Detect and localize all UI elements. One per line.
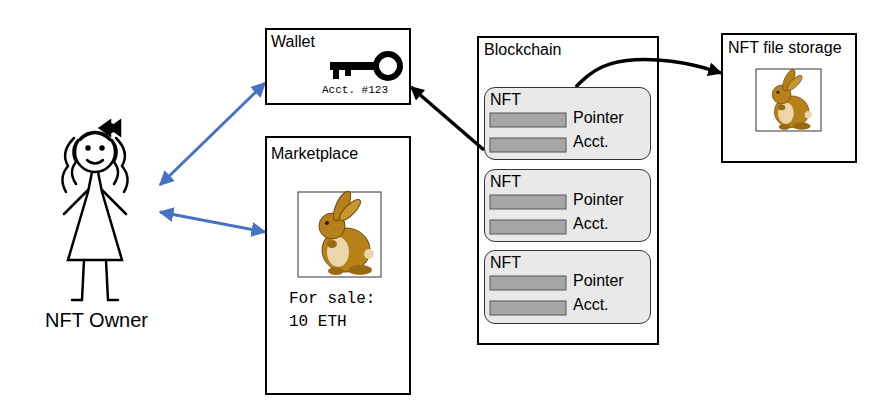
nft-record: NFT PointerAcct.	[484, 169, 651, 242]
connector-arrow	[411, 87, 484, 150]
node-text: For sale: 10 ETH	[289, 288, 389, 334]
node-text: Pointer	[573, 190, 624, 209]
field-bar	[490, 220, 566, 234]
blockchain-box: BlockchainNFTPointerAcct.NFTPointerAcct.…	[477, 36, 659, 345]
node-title: NFT file storage	[728, 38, 842, 57]
field-bar	[490, 113, 566, 127]
node-title: Wallet	[271, 32, 315, 51]
node-title: NFT Owner	[45, 308, 148, 332]
node-text: Acct.	[573, 132, 609, 151]
nft-record: NFT PointerAcct.	[484, 250, 651, 324]
field-bar	[490, 276, 566, 290]
marketplace-box: MarketplaceFor sale: 10 ETH	[265, 136, 411, 395]
node-text: Acct.	[573, 214, 609, 233]
key-icon	[330, 54, 400, 79]
node-text: Acct. #123	[322, 84, 388, 97]
node-text: Pointer	[573, 108, 624, 127]
field-bar	[490, 138, 566, 152]
connector-arrow	[160, 212, 265, 232]
node-title: Marketplace	[271, 144, 358, 163]
node-text: Acct.	[573, 295, 609, 314]
owner-figure-node: NFT Owner	[35, 115, 160, 335]
connector-arrow	[160, 83, 265, 185]
node-title: NFT	[490, 253, 521, 272]
storage-box: NFT file storage	[721, 33, 857, 163]
owner-figure	[62, 121, 127, 300]
storage-picture	[756, 68, 821, 131]
field-bar	[490, 301, 566, 315]
nft-record: NFT PointerAcct.	[484, 87, 651, 160]
node-title: NFT	[490, 90, 521, 109]
field-bar	[490, 195, 566, 209]
node-title: Blockchain	[484, 40, 561, 59]
connector-arrow	[576, 60, 721, 87]
marketplace-picture	[298, 189, 381, 277]
wallet-box: WalletAcct. #123	[265, 28, 411, 105]
node-title: NFT	[490, 172, 521, 191]
node-text: Pointer	[573, 271, 624, 290]
